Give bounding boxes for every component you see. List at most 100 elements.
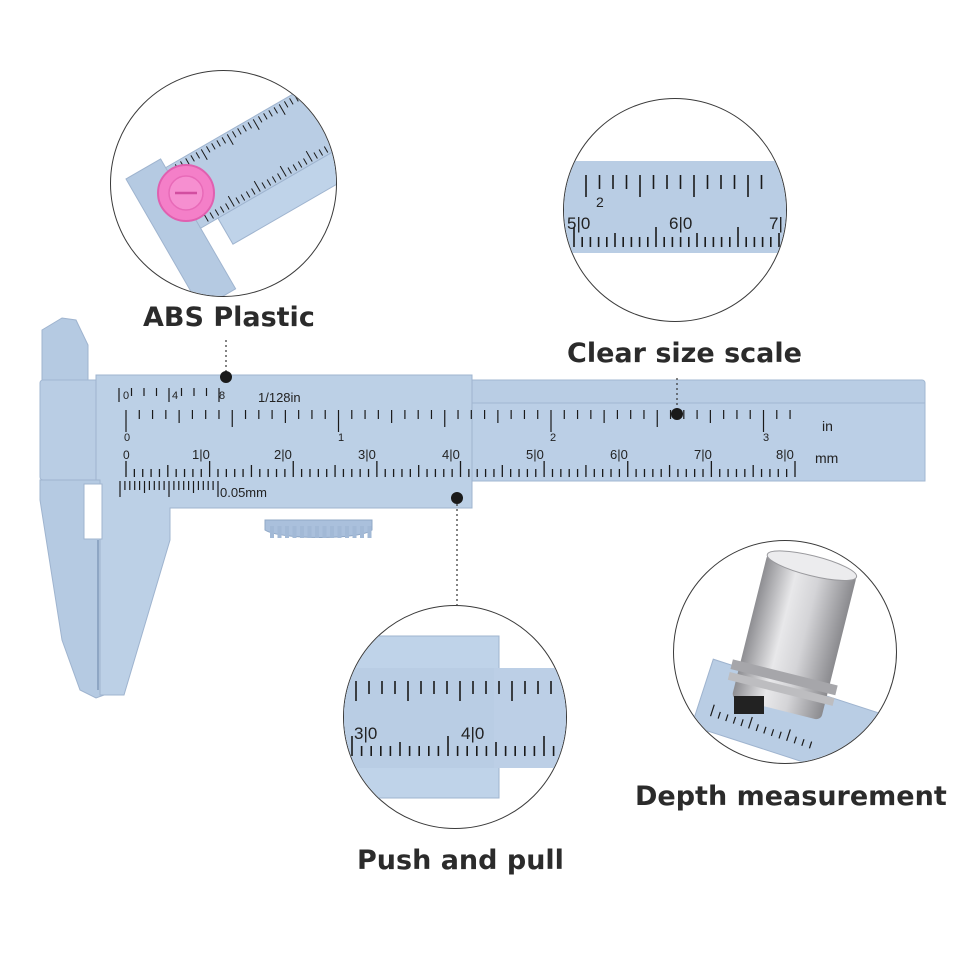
scale-tick <box>755 724 759 732</box>
zoom-mm-number: 3|0 <box>354 724 377 743</box>
vernier-top-number: 8 <box>219 390 225 402</box>
scale-tick <box>292 164 298 171</box>
zoom-inch-number: 2 <box>596 194 604 210</box>
pink-wheel <box>157 164 215 222</box>
wheel-tooth <box>330 526 334 538</box>
scale-tick <box>309 86 315 93</box>
mm-number: 7|0 <box>694 447 712 462</box>
scale-tick <box>305 150 313 162</box>
inch-unit-label: in <box>822 418 833 434</box>
wheel-tooth <box>285 526 289 538</box>
vernier-top-number: 4 <box>172 390 178 402</box>
vernier-slider[interactable] <box>95 374 473 696</box>
scale-tick <box>323 146 329 153</box>
mm-scale <box>125 461 796 477</box>
wheel-tooth <box>270 526 274 538</box>
scale-tick <box>235 197 240 204</box>
scale-tick <box>283 101 289 108</box>
zoom-circle-depth <box>673 540 897 764</box>
scale-tick <box>252 119 260 131</box>
scale-tick <box>226 134 234 146</box>
scale-tick <box>294 95 299 102</box>
scale-tick <box>232 131 237 138</box>
scale-tick <box>717 711 721 719</box>
callout-push-and-pull: Push and pull <box>357 845 564 876</box>
mm-number: 3|0 <box>358 447 376 462</box>
scale-tick <box>263 113 268 120</box>
scale-tick <box>770 729 775 737</box>
scale-tick <box>190 155 195 162</box>
scale-tick <box>732 716 737 724</box>
wheel-tooth <box>345 526 349 538</box>
scale-tick <box>271 176 277 183</box>
scale-tick <box>266 179 272 186</box>
scale-tick <box>303 158 308 165</box>
zoom-circle-push-pull: 3|0 4|0 <box>343 605 567 829</box>
scale-tick <box>313 152 318 159</box>
marker-dot <box>220 371 232 383</box>
scale-tick <box>325 77 330 84</box>
inch-number: 3 <box>763 432 769 444</box>
wheel-tooth <box>322 526 327 538</box>
scale-tick <box>219 206 225 213</box>
scale-tick <box>318 149 324 156</box>
zoom-circle-abs-plastic <box>110 70 337 297</box>
vernier-top-number: 0 <box>123 390 129 402</box>
mm-number: 6|0 <box>610 447 628 462</box>
scale-tick <box>206 146 211 153</box>
scale-tick <box>195 152 201 159</box>
vernier-inch-scale <box>118 388 220 402</box>
wheel-tooth <box>300 526 304 538</box>
callout-abs-plastic: ABS Plastic <box>143 302 315 333</box>
marker-dot <box>451 492 463 504</box>
scale-tick <box>253 180 261 192</box>
scale-tick <box>273 107 278 114</box>
callout-depth-measurement: Depth measurement <box>635 781 947 812</box>
scale-tick <box>237 128 242 135</box>
scale-tick <box>279 165 287 177</box>
vernier-fraction-label: 1/128in <box>258 390 301 405</box>
metal-cylinder <box>727 550 858 720</box>
scale-tick <box>320 80 325 87</box>
scale-tick <box>299 92 304 99</box>
scale-tick <box>278 104 286 116</box>
scale-tick <box>331 135 336 147</box>
scale-tick <box>242 125 247 132</box>
scale-tick <box>257 116 263 123</box>
scale-tick <box>261 182 266 189</box>
scale-tick <box>725 714 729 722</box>
inch-number: 2 <box>550 432 556 444</box>
mm-number: 2|0 <box>274 447 292 462</box>
mm-number: 4|0 <box>442 447 460 462</box>
zoom-mm-number: 7| <box>769 214 783 233</box>
scale-tick <box>245 191 251 198</box>
scale-tick <box>297 161 303 168</box>
scale-tick <box>778 731 782 739</box>
wheel-tooth <box>277 526 282 538</box>
scale-tick <box>793 736 797 744</box>
mm-number: 0 <box>123 448 130 462</box>
zoom-mm-number: 5|0 <box>567 214 590 233</box>
thumb-wheel[interactable] <box>264 519 373 538</box>
scale-tick <box>304 89 312 101</box>
vernier-mm-scale <box>119 481 219 497</box>
callout-clear-size-scale: Clear size scale <box>567 338 802 369</box>
scale-tick <box>221 137 226 144</box>
scale-tick <box>329 143 334 150</box>
scale-tick <box>287 167 292 174</box>
wheel-tooth <box>367 526 372 538</box>
inch-number: 1 <box>338 432 344 444</box>
scale-tick <box>216 140 221 147</box>
scale-tick <box>211 143 216 150</box>
mm-number: 5|0 <box>526 447 544 462</box>
mm-unit-label: mm <box>815 450 838 466</box>
scale-tick <box>185 158 190 165</box>
scale-tick <box>227 195 235 207</box>
scale-tick <box>740 719 744 727</box>
scale-tick <box>786 729 791 742</box>
scale-tick <box>748 716 753 729</box>
scale-tick <box>709 704 715 717</box>
scale-tick <box>289 98 294 105</box>
wheel-tooth <box>307 526 312 538</box>
